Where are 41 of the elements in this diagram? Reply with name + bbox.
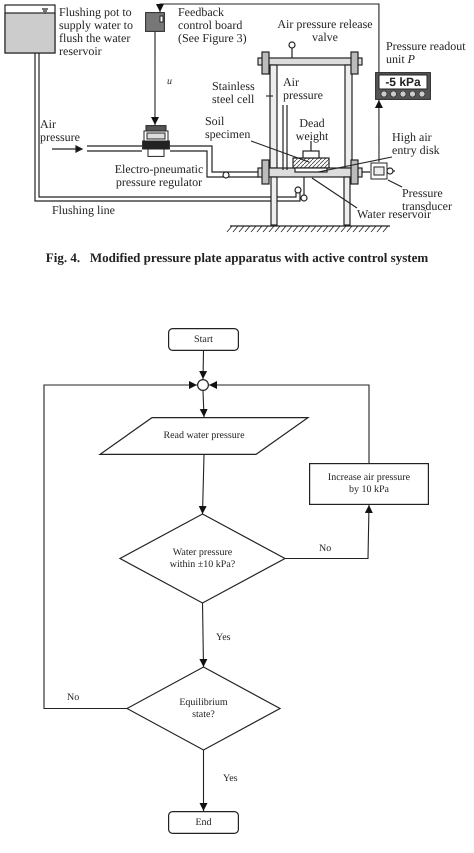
edge-label: No — [66, 692, 80, 703]
arrow — [374, 100, 383, 162]
edge-label: Yes — [215, 632, 232, 643]
callout-label: Soil specimen — [205, 115, 251, 141]
part-label: Flushing line — [52, 204, 116, 217]
part-label: Air pressure — [283, 76, 324, 102]
arrow — [200, 750, 208, 811]
arrow — [199, 351, 208, 379]
edge-label: No — [318, 543, 332, 554]
callout-label: High air entry disk — [392, 131, 450, 157]
figure-caption: Fig. 4. Modified pressure plate apparatus with active control system — [44, 250, 430, 266]
part-label: Air pressure release valve — [276, 18, 374, 44]
arrow — [151, 32, 159, 125]
leader-line — [388, 180, 402, 188]
leader-line — [318, 156, 392, 173]
arrow — [285, 504, 373, 560]
part-label: Pressure readout unit P — [386, 40, 467, 66]
leader-line — [250, 140, 310, 163]
part-label: Electro-pneumatic pressure regulator — [114, 163, 204, 189]
node-text: Equilibrium state? — [178, 696, 229, 720]
leader-line — [312, 178, 358, 208]
edge-label: Yes — [222, 773, 239, 784]
arrow — [156, 3, 380, 72]
part-label: Dead weight — [294, 117, 330, 143]
node-text: Read water pressure — [163, 430, 245, 442]
arrow — [200, 390, 208, 418]
arrow — [198, 454, 207, 514]
arrow — [43, 381, 197, 710]
note-text: Feedback control board (See Figure 3) — [178, 6, 248, 45]
note-text: Flushing pot to supply water to flush the water reservoir — [59, 6, 134, 58]
part-label: Air pressure — [40, 118, 81, 144]
readout-value: -5 kPa — [384, 75, 422, 89]
node-text: Start — [194, 334, 213, 346]
arrow — [209, 381, 370, 463]
callout-label: Stainless steel cell — [212, 80, 266, 106]
arrow — [199, 603, 208, 667]
node-text: Increase air pressure by 10 kPa — [326, 472, 412, 496]
leader-line — [266, 95, 273, 97]
edge-label: u — [166, 76, 173, 87]
node-text: End — [195, 816, 212, 828]
node-text: Water pressure within ±10 kPa? — [168, 546, 236, 570]
